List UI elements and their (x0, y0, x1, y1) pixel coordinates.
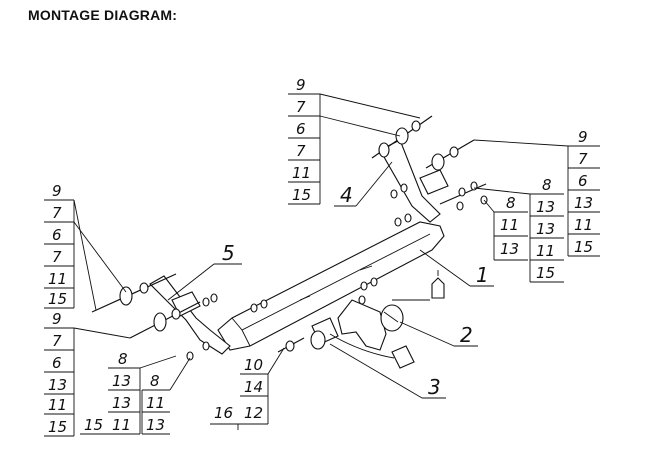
svg-text:15: 15 (48, 418, 67, 436)
label-part-3: 3 (329, 343, 446, 399)
svg-text:11: 11 (48, 270, 67, 288)
svg-text:15: 15 (574, 238, 593, 256)
svg-text:13: 13 (536, 220, 555, 238)
svg-text:9: 9 (578, 128, 588, 146)
svg-text:7: 7 (296, 142, 306, 160)
svg-text:6: 6 (296, 120, 306, 138)
callout-bottom-c: 10 14 (240, 347, 285, 397)
svg-text:15: 15 (292, 186, 311, 204)
svg-text:8: 8 (118, 350, 128, 368)
svg-text:11: 11 (292, 164, 311, 182)
label-part-5: 5 (167, 241, 242, 301)
svg-text:7: 7 (52, 332, 62, 350)
svg-text:13: 13 (112, 394, 131, 412)
svg-text:13: 13 (146, 416, 165, 434)
tow-ball (337, 299, 404, 351)
bolts (91, 115, 488, 361)
callout-right-mid-b: 8 13 13 11 15 (473, 176, 564, 283)
callout-right-mid-a: 8 11 13 (483, 194, 528, 261)
label-part-4: 4 (334, 161, 393, 207)
svg-text:9: 9 (296, 76, 306, 94)
callout-top-left: 9 7 6 7 11 15 (44, 182, 127, 311)
svg-text:11: 11 (146, 394, 165, 412)
svg-text:13: 13 (112, 372, 131, 390)
svg-text:4: 4 (340, 183, 353, 207)
svg-text:11: 11 (48, 396, 67, 414)
callout-top-center: 9 7 6 7 11 15 (288, 76, 421, 205)
svg-text:7: 7 (296, 98, 306, 116)
callout-bottom-b: 8 11 13 (141, 357, 191, 435)
svg-text:10: 10 (244, 356, 263, 374)
svg-text:1: 1 (476, 263, 489, 287)
svg-text:7: 7 (578, 150, 588, 168)
svg-text:8: 8 (542, 176, 552, 194)
label-part-2: 2 (399, 321, 478, 347)
svg-text:9: 9 (52, 182, 62, 200)
diagram-title: MONTAGE DIAGRAM: (28, 7, 178, 23)
svg-text:13: 13 (574, 194, 593, 212)
svg-text:11: 11 (500, 216, 519, 234)
socket-plate (310, 317, 415, 369)
callout-top-right: 9 7 6 13 11 15 (473, 128, 600, 257)
callout-bottom-a: 8 13 13 11 15 (80, 350, 177, 435)
svg-text:13: 13 (500, 240, 519, 258)
svg-text:3: 3 (428, 375, 441, 399)
svg-text:15: 15 (84, 416, 103, 434)
svg-text:11: 11 (574, 216, 593, 234)
svg-text:8: 8 (506, 194, 516, 212)
svg-text:11: 11 (536, 242, 555, 260)
svg-text:7: 7 (52, 248, 62, 266)
svg-text:7: 7 (52, 204, 62, 222)
towbar-beam (217, 221, 445, 351)
svg-text:16: 16 (214, 404, 233, 422)
svg-text:12: 12 (244, 404, 263, 422)
svg-text:14: 14 (244, 378, 263, 396)
svg-text:13: 13 (48, 376, 67, 394)
svg-text:6: 6 (52, 354, 62, 372)
svg-text:8: 8 (150, 372, 160, 390)
svg-text:5: 5 (222, 241, 235, 265)
svg-text:2: 2 (460, 323, 473, 347)
light-icon (431, 270, 445, 299)
svg-text:13: 13 (536, 198, 555, 216)
callout-left-lower: 9 7 6 13 11 15 (44, 310, 131, 437)
svg-text:11: 11 (112, 416, 131, 434)
svg-text:15: 15 (48, 290, 67, 308)
svg-text:6: 6 (578, 172, 588, 190)
label-part-1: 1 (419, 249, 494, 287)
right-bracket (379, 139, 449, 223)
svg-text:15: 15 (536, 264, 555, 282)
svg-text:6: 6 (52, 226, 62, 244)
svg-text:9: 9 (52, 310, 62, 328)
callout-bottom-d: 16 12 (210, 396, 269, 430)
